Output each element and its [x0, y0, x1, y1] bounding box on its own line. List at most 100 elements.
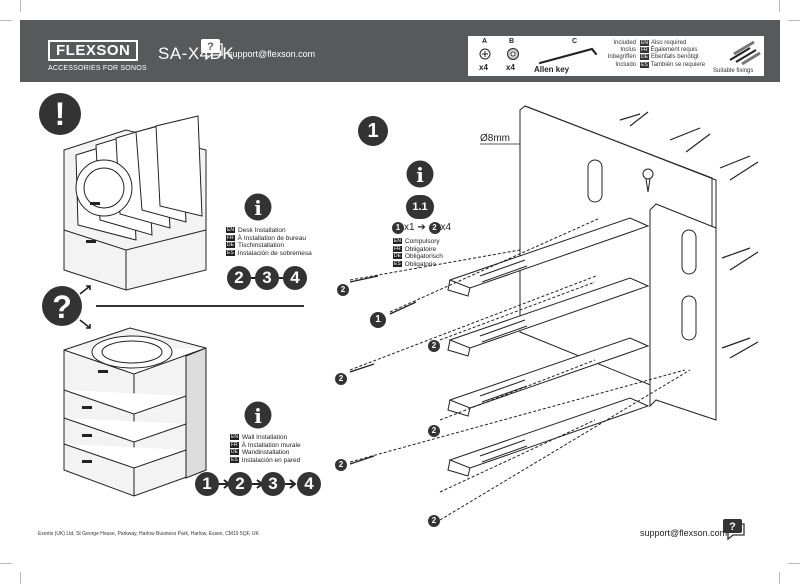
drill-size-label: Ø8mm	[480, 133, 510, 144]
crop-mark	[20, 572, 21, 584]
header-band: FLEXSON ACCESSORIES FOR SONOS SA-X4DK ? …	[20, 20, 780, 82]
wall-step-3: 3	[261, 472, 285, 496]
desk-info-icon: i	[244, 193, 272, 221]
support-chat-icon: ?	[723, 519, 745, 541]
included-fr: Inclus	[620, 47, 636, 54]
lang-tag: EN	[226, 227, 235, 233]
parts-panel: A x4 B x4 C Allen key Included Inclus In…	[468, 36, 764, 76]
support-chat-icon: ?	[201, 39, 223, 61]
desk-label-text: À Installation de bureau	[237, 234, 306, 242]
washer-b-icon	[507, 48, 519, 60]
formula-part-2: 2	[428, 222, 441, 234]
lang-tag: DE	[640, 54, 649, 61]
step-number-1: 1	[358, 116, 388, 146]
screw-a-icon	[479, 48, 491, 60]
desk-label-text: Instalación de sobremesa	[237, 249, 312, 257]
arrow-right-icon: ➔	[417, 222, 426, 233]
included-es: Incluido	[615, 61, 636, 68]
wall-info-icon: i	[244, 401, 272, 429]
lang-tag: EN	[640, 40, 649, 46]
wall-bracket-illustration	[349, 105, 759, 521]
brand-tagline: ACCESSORIES FOR SONOS	[48, 65, 147, 72]
desk-info-symbol: i	[254, 196, 262, 220]
wall-step-4: 4	[297, 472, 321, 496]
svg-text:?: ?	[207, 41, 214, 53]
wall-label-text: À Installation murale	[241, 441, 301, 449]
crop-mark	[788, 563, 800, 564]
lang-tag: ES	[226, 249, 235, 256]
lang-tag: FR	[393, 245, 402, 252]
part-b-letter: B	[509, 38, 515, 45]
formula-part-1: 1	[392, 222, 404, 234]
wall-label-text: Instalación en pared	[241, 456, 301, 464]
desk-label-text: Tischinstallation	[237, 242, 284, 249]
included-de: Inbegriffen	[607, 54, 636, 61]
crop-mark	[779, 572, 780, 584]
footer-address: Exertis (UK) Ltd, St George House, Parkw…	[38, 531, 259, 537]
sub-step-1-1: 1.1	[406, 195, 434, 219]
svg-text:i: i	[416, 163, 424, 187]
desk-stack-illustration	[63, 115, 207, 291]
lang-tag: DE	[230, 449, 239, 455]
desk-label-text: Desk Installation	[237, 227, 286, 234]
also-required-text: Also required	[650, 40, 687, 46]
compulsory-text: Compulsory	[404, 238, 440, 245]
crop-mark	[788, 20, 800, 21]
callout-washer-1: 1	[370, 312, 386, 328]
lang-tag: ES	[230, 456, 239, 463]
part-c-letter: C	[572, 38, 578, 45]
callout-screw-2: 2	[335, 373, 347, 385]
compulsory-text: Obligatorisch	[404, 253, 443, 260]
wall-step-1: 1	[195, 472, 219, 496]
also-required-text: También se requiere	[650, 61, 706, 68]
callout-screw-2: 2	[337, 284, 349, 296]
step-info-icon: i	[406, 160, 434, 188]
lang-tag: FR	[230, 441, 239, 448]
part-c-name: Allen key	[534, 65, 570, 74]
wall-step-2: 2	[228, 472, 252, 496]
question-symbol: ?	[52, 289, 72, 325]
section-divider	[96, 305, 304, 307]
crop-mark	[0, 20, 12, 21]
callout-screw-2: 2	[335, 459, 347, 471]
wall-plug-fixings-icon	[729, 40, 761, 66]
part-a-letter: A	[482, 38, 488, 45]
wall-stack-illustration	[63, 327, 207, 497]
fixings-label: Suitable fixings	[713, 68, 754, 74]
arrow-right-icon	[285, 479, 297, 489]
desk-step-3: 3	[255, 266, 279, 290]
allen-key-icon	[538, 47, 598, 65]
question-icon: ?	[42, 285, 91, 329]
lang-tag: DE	[393, 253, 402, 259]
also-required-text: Ebenfalls benötigt	[650, 54, 699, 61]
wall-label-text: Wall Installation	[241, 434, 288, 441]
lang-tag: FR	[226, 234, 235, 241]
lang-tag: EN	[393, 238, 402, 244]
part-b-qty: x4	[506, 63, 515, 72]
lang-tag: EN	[230, 434, 239, 440]
svg-text:?: ?	[729, 521, 736, 533]
compulsory-text: Obligatoire	[404, 245, 437, 253]
support-email-header[interactable]: support@flexson.com	[228, 49, 316, 59]
crop-mark	[20, 0, 21, 12]
support-email-footer[interactable]: support@flexson.com	[640, 528, 728, 538]
desk-step-4: 4	[283, 266, 307, 290]
